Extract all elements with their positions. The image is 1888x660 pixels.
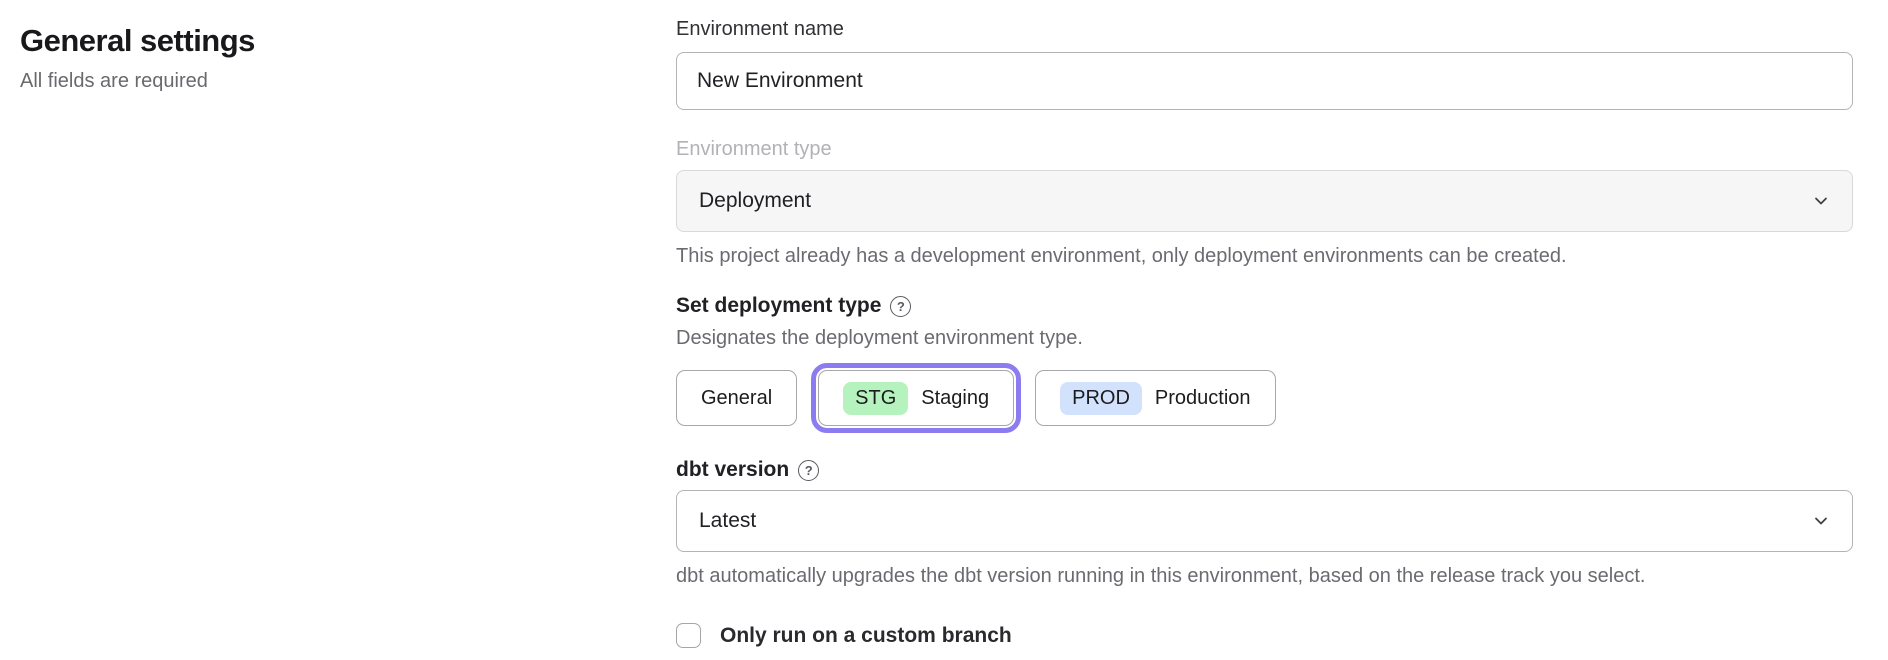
staging-badge: STG (843, 381, 909, 415)
settings-header: General settings All fields are required (20, 16, 676, 660)
deployment-type-option-production[interactable]: PROD Production (1035, 370, 1276, 426)
help-icon[interactable]: ? (890, 295, 912, 317)
dbt-version-select[interactable]: Latest (676, 490, 1853, 552)
environment-type-select: Deployment (676, 170, 1853, 232)
page-title: General settings (20, 23, 255, 58)
deployment-type-heading-text: Set deployment type (676, 294, 882, 317)
environment-type-label: Environment type (676, 138, 832, 160)
chevron-down-icon (1812, 192, 1830, 210)
deployment-type-option-general[interactable]: General (676, 370, 798, 426)
environment-name-label: Environment name (676, 18, 844, 40)
option-label: General (701, 386, 773, 409)
option-label: Staging (921, 386, 990, 409)
custom-branch-row: Only run on a custom branch (676, 623, 1853, 648)
custom-branch-checkbox[interactable] (676, 623, 701, 648)
production-badge: PROD (1060, 381, 1142, 415)
deployment-type-option-staging[interactable]: STG Staging (811, 363, 1022, 433)
dbt-version-heading: dbt version ? (676, 458, 1853, 482)
dbt-version-value: Latest (699, 509, 757, 532)
environment-name-input[interactable] (676, 52, 1853, 110)
page-subtitle: All fields are required (20, 69, 208, 92)
environment-type-helper: This project already has a development e… (676, 245, 1567, 267)
deployment-type-description: Designates the deployment environment ty… (676, 327, 1083, 349)
dbt-version-helper: dbt automatically upgrades the dbt versi… (676, 565, 1646, 587)
help-icon[interactable]: ? (798, 459, 820, 481)
settings-form: Environment name Environment type Deploy… (676, 16, 1853, 660)
dbt-version-heading-text: dbt version (676, 458, 790, 481)
option-label: Production (1154, 386, 1251, 409)
environment-type-value: Deployment (699, 189, 812, 212)
deployment-type-options: General STG Staging PROD Production (676, 363, 1853, 433)
deployment-type-heading: Set deployment type ? (676, 294, 1853, 318)
custom-branch-label[interactable]: Only run on a custom branch (720, 623, 1012, 647)
chevron-down-icon (1812, 512, 1830, 530)
